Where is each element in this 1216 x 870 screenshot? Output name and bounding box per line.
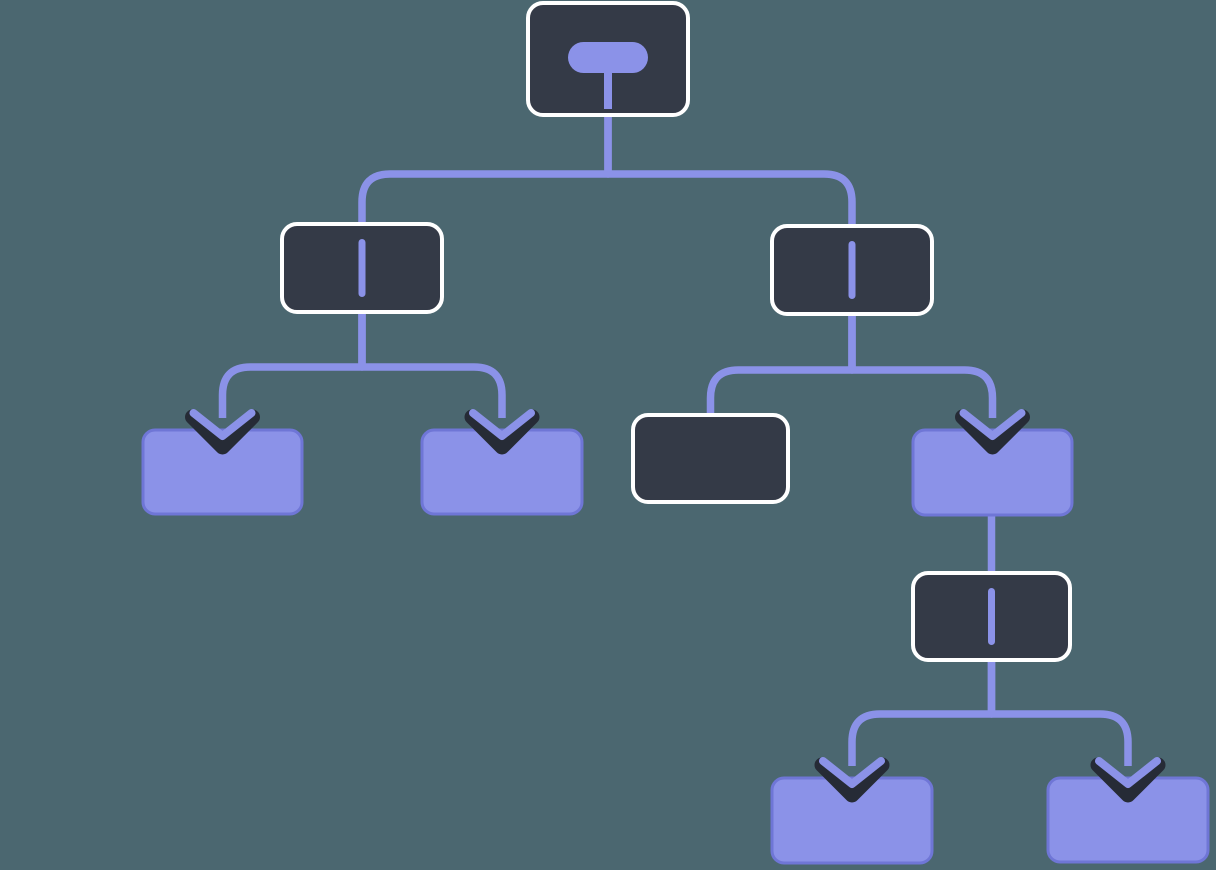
arrow-chevron-dark-icon xyxy=(1090,757,1166,803)
connector-edge xyxy=(218,312,366,418)
arrow-chevron-dark-icon xyxy=(814,757,890,803)
connector-edge xyxy=(987,660,1132,766)
pill-icon xyxy=(568,42,648,73)
vertical-bar-icon xyxy=(848,241,856,299)
connector-edge xyxy=(706,314,856,419)
arrow-chevron-dark-icon xyxy=(955,409,1030,455)
vertical-bar-icon xyxy=(358,239,366,297)
arrow-chevron-light-icon xyxy=(189,409,256,440)
connector-edge xyxy=(604,115,856,230)
node-mid-purple[interactable] xyxy=(911,428,1074,517)
pill-stem xyxy=(604,71,612,109)
vertical-bar-icon xyxy=(988,588,995,645)
arrow-chevron-light-icon xyxy=(959,409,1026,440)
node-leaf-2[interactable] xyxy=(420,428,584,516)
connector-edge xyxy=(358,312,506,418)
node-dark-leaf[interactable] xyxy=(631,413,790,504)
connector-edge xyxy=(848,314,997,418)
connector-edge xyxy=(848,660,996,766)
arrow-chevron-light-icon xyxy=(1095,757,1161,788)
node-leaf-1[interactable] xyxy=(141,428,304,516)
connector-edge xyxy=(358,115,612,228)
node-leaf-4[interactable] xyxy=(1046,776,1210,864)
arrow-chevron-dark-icon xyxy=(185,409,260,455)
node-leaf-3[interactable] xyxy=(770,776,934,865)
arrow-chevron-light-icon xyxy=(819,757,885,788)
arrow-chevron-light-icon xyxy=(469,409,535,440)
arrow-chevron-dark-icon xyxy=(464,409,540,455)
